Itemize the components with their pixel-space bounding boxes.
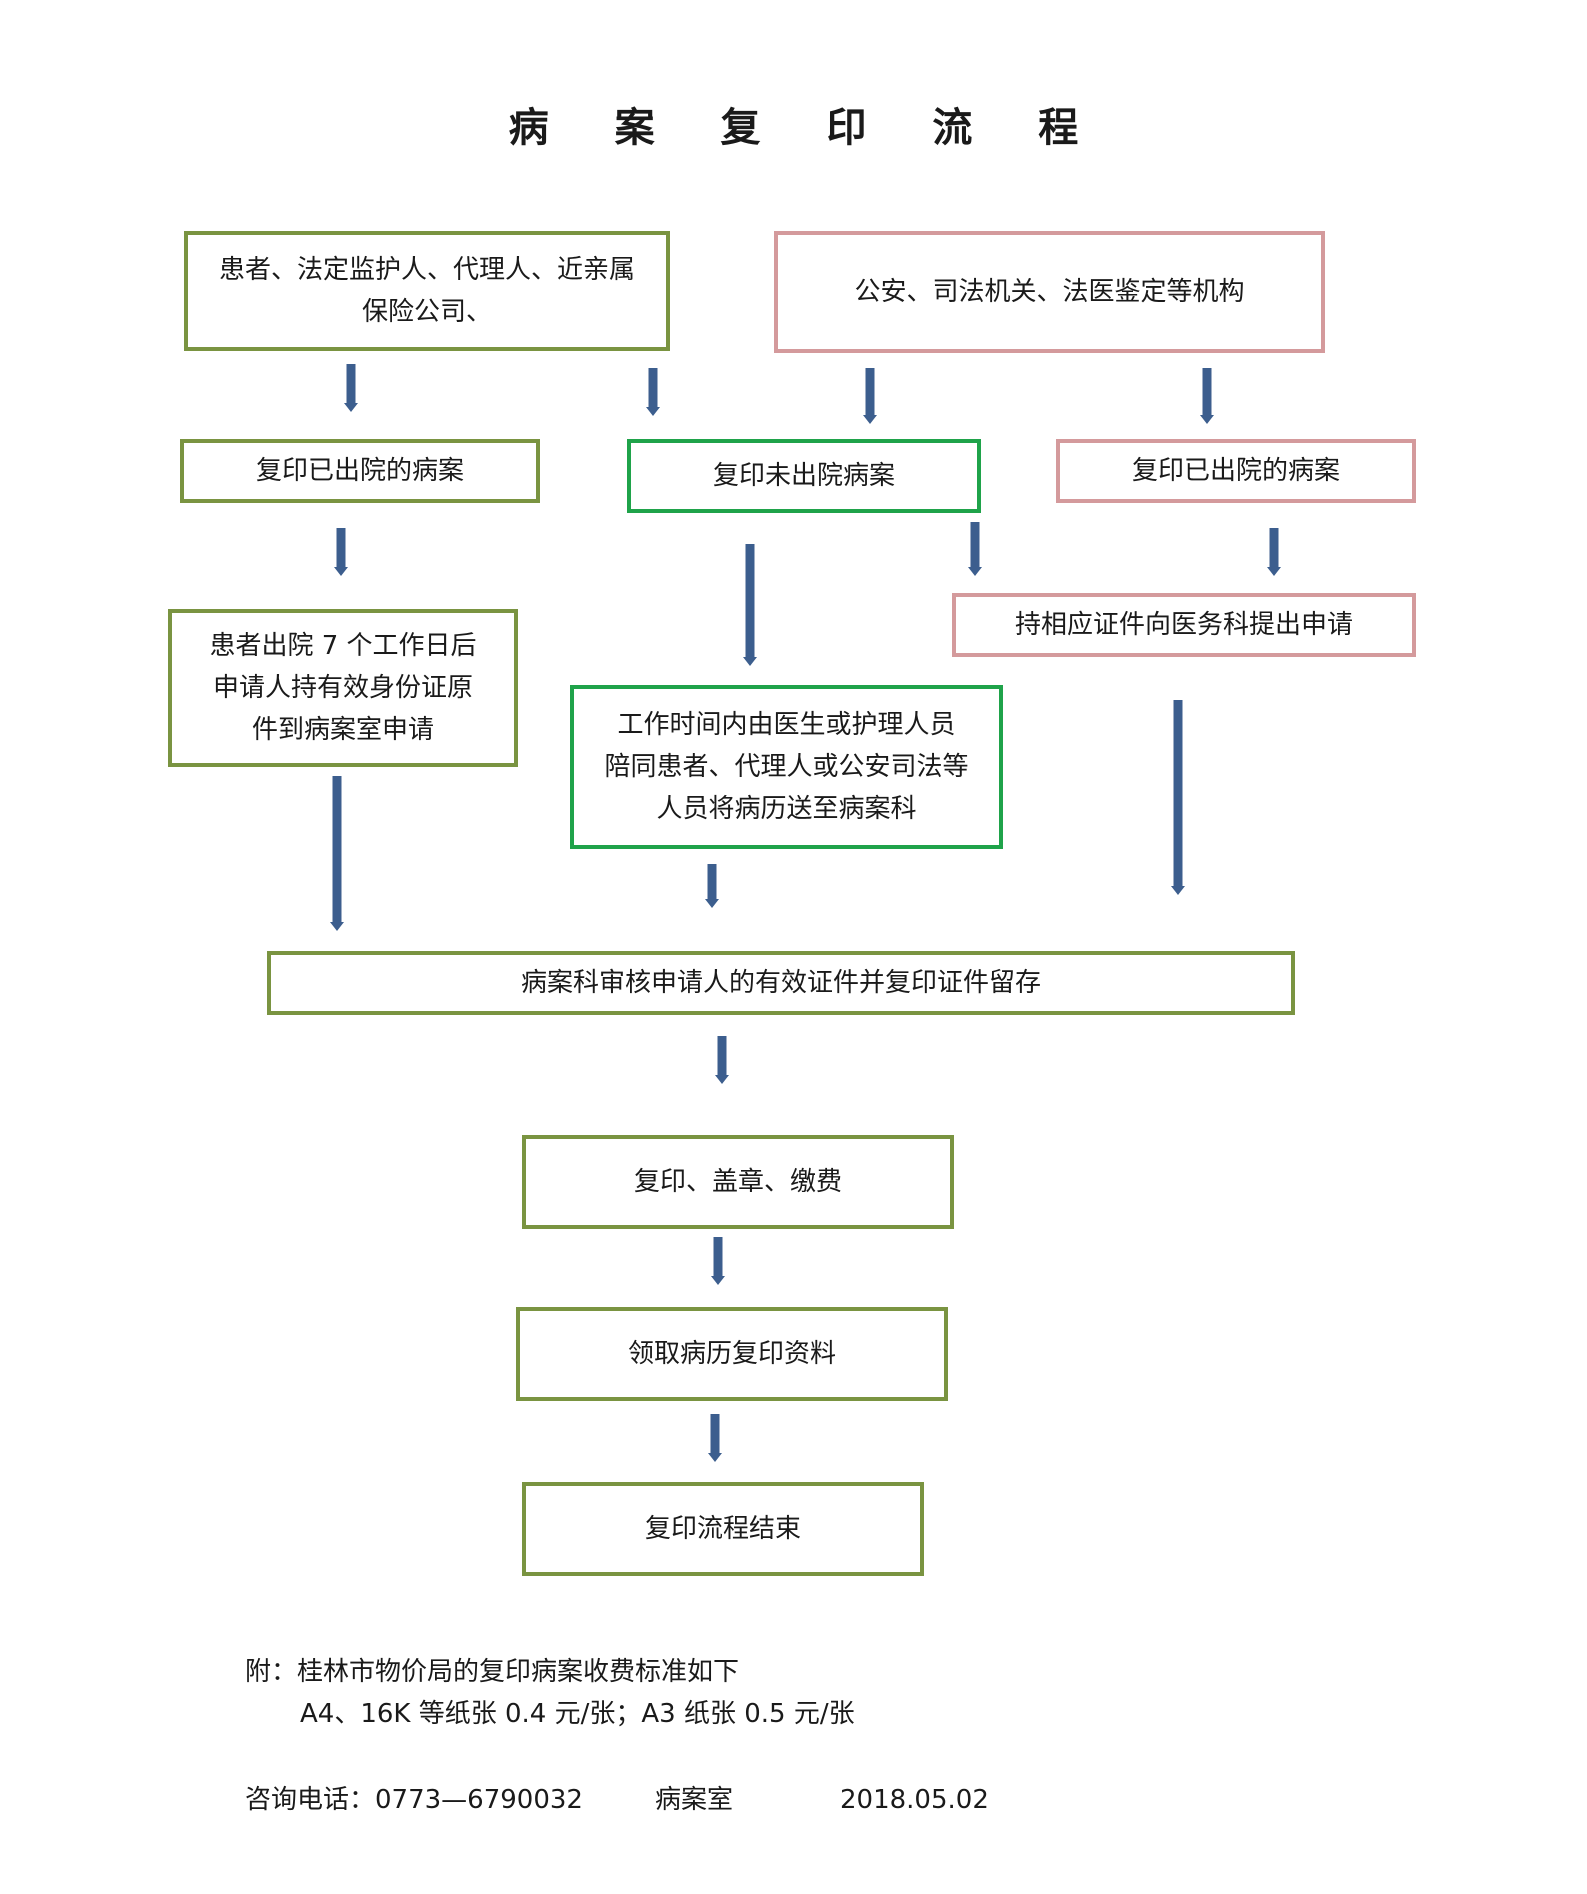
arrow-police-to-not-discharged bbox=[863, 368, 877, 424]
fee-detail: A4、16K 等纸张 0.4 元/张；A3 纸张 0.5 元/张 bbox=[300, 1699, 855, 1729]
box-doctor-nurse-deliver: 工作时间内由医生或护理人员 陪同患者、代理人或公安司法等 人员将病历送至病案科 bbox=[570, 685, 1003, 849]
fee-title: 附：桂林市物价局的复印病案收费标准如下 bbox=[245, 1657, 740, 1687]
page-title: 病 案 复 印 流 程 bbox=[508, 104, 1105, 151]
arrow-discharged-right-to-certificate bbox=[1267, 528, 1281, 576]
box-patient-applicants: 患者、法定监护人、代理人、近亲属 保险公司、 bbox=[184, 231, 670, 351]
date: 2018.05.02 bbox=[840, 1785, 989, 1815]
arrow-not-discharged-to-certificate bbox=[968, 522, 982, 576]
arrow-applicants-to-discharged bbox=[344, 364, 358, 412]
box-patient-discharge-apply: 患者出院 7 个工作日后 申请人持有效身份证原 件到病案室申请 bbox=[168, 609, 518, 767]
arrow-police-to-discharged-right bbox=[1200, 368, 1214, 424]
box-records-review: 病案科审核申请人的有效证件并复印证件留存 bbox=[267, 951, 1295, 1015]
arrow-discharged-left-down bbox=[334, 528, 348, 576]
arrow-copy-to-collect bbox=[711, 1237, 725, 1285]
arrow-certificate-to-review bbox=[1171, 700, 1185, 895]
box-copy-discharged-right: 复印已出院的病案 bbox=[1056, 439, 1416, 503]
contact-phone: 咨询电话：0773—6790032 bbox=[245, 1785, 583, 1815]
arrow-deliver-to-review bbox=[705, 864, 719, 908]
box-certificate-apply: 持相应证件向医务科提出申请 bbox=[952, 593, 1416, 657]
box-collect-materials: 领取病历复印资料 bbox=[516, 1307, 948, 1401]
box-copy-not-discharged: 复印未出院病案 bbox=[627, 439, 981, 513]
box-process-end: 复印流程结束 bbox=[522, 1482, 924, 1576]
department: 病案室 bbox=[655, 1785, 734, 1815]
box-copy-discharged-left: 复印已出院的病案 bbox=[180, 439, 540, 503]
box-copy-stamp-pay: 复印、盖章、缴费 bbox=[522, 1135, 954, 1229]
arrow-review-to-copy bbox=[715, 1036, 729, 1084]
arrow-discharge-apply-to-review bbox=[330, 776, 344, 931]
arrow-not-discharged-to-deliver bbox=[743, 544, 757, 666]
arrow-applicants-to-not-discharged bbox=[646, 368, 660, 416]
arrow-collect-to-end bbox=[708, 1414, 722, 1462]
box-police-agencies: 公安、司法机关、法医鉴定等机构 bbox=[774, 231, 1325, 353]
